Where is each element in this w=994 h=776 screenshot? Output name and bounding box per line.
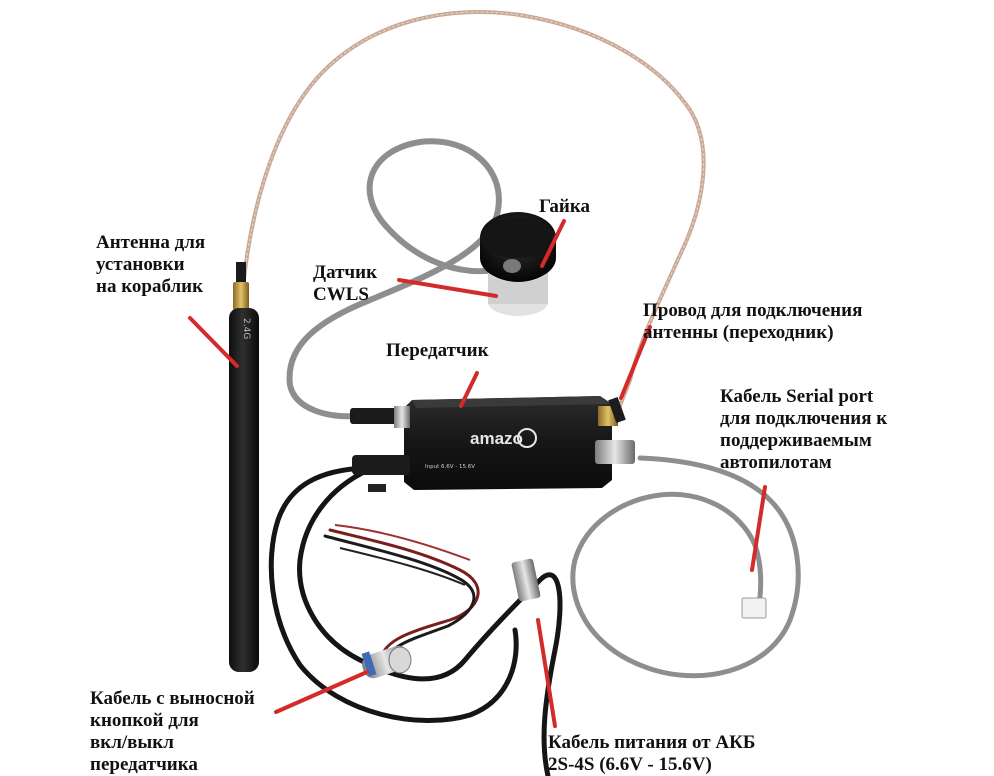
label-antenna-wire-line-2: антенны (переходник) [643, 322, 834, 343]
transmitter-box: amazo Input 6.6V - 15.6V [404, 396, 612, 490]
input-voltage-text: Input 6.6V - 15.6V [425, 464, 475, 470]
label-button-line-3: вкл/выкл [90, 732, 174, 753]
label-button-line-4: передатчика [90, 754, 198, 775]
label-sensor: Датчик CWLS [313, 262, 377, 306]
power-button [361, 645, 412, 679]
label-nut: Гайка [539, 196, 590, 218]
button-wires [323, 524, 480, 670]
serial-grey-cable [570, 455, 801, 679]
label-transmitter-line-1: Передатчик [386, 340, 489, 361]
label-serial-cable: Кабель Serial port для подключения к под… [720, 386, 887, 474]
label-button-line-1: Кабель с выносной [90, 688, 255, 709]
label-transmitter: Передатчик [386, 340, 489, 362]
label-antenna-wire: Провод для подключения антенны (переходн… [643, 300, 862, 344]
pointer-lines [188, 219, 767, 728]
label-power-line-1: Кабель питания от АКБ [548, 732, 756, 753]
label-button-line-2: кнопкой для [90, 710, 199, 731]
label-antenna: Антенна для установки на кораблик [96, 232, 205, 298]
label-nut-line-1: Гайка [539, 196, 591, 217]
label-antenna-line-3: на кораблик [96, 276, 204, 297]
label-antenna-wire-line-1: Провод для подключения [643, 300, 863, 321]
label-antenna-line-2: установки [96, 254, 185, 275]
label-power-line-2: 2S-4S (6.6V - 15.6V) [548, 754, 712, 775]
label-power-cable: Кабель питания от АКБ 2S-4S (6.6V - 15.6… [548, 732, 755, 776]
label-serial-line-3: поддерживаемым [720, 430, 872, 451]
label-antenna-line-1: Антенна для [96, 232, 206, 253]
antenna-marking: 2.4G [241, 318, 251, 339]
black-cables [268, 465, 563, 776]
label-serial-line-4: автопилотам [720, 452, 832, 473]
label-serial-line-2: для подключения к [720, 408, 888, 429]
label-button-cable: Кабель с выносной кнопкой для вкл/выкл п… [90, 688, 255, 776]
sensor-grey-cable [286, 138, 513, 420]
label-serial-line-1: Кабель Serial port [720, 386, 874, 407]
brand-logo: amazo [470, 429, 523, 448]
connectors [350, 397, 767, 619]
antenna: 2.4G [229, 262, 259, 672]
label-sensor-line-1: Датчик [313, 262, 378, 283]
label-sensor-line-2: CWLS [313, 284, 369, 305]
sensor-and-nut [480, 212, 556, 316]
